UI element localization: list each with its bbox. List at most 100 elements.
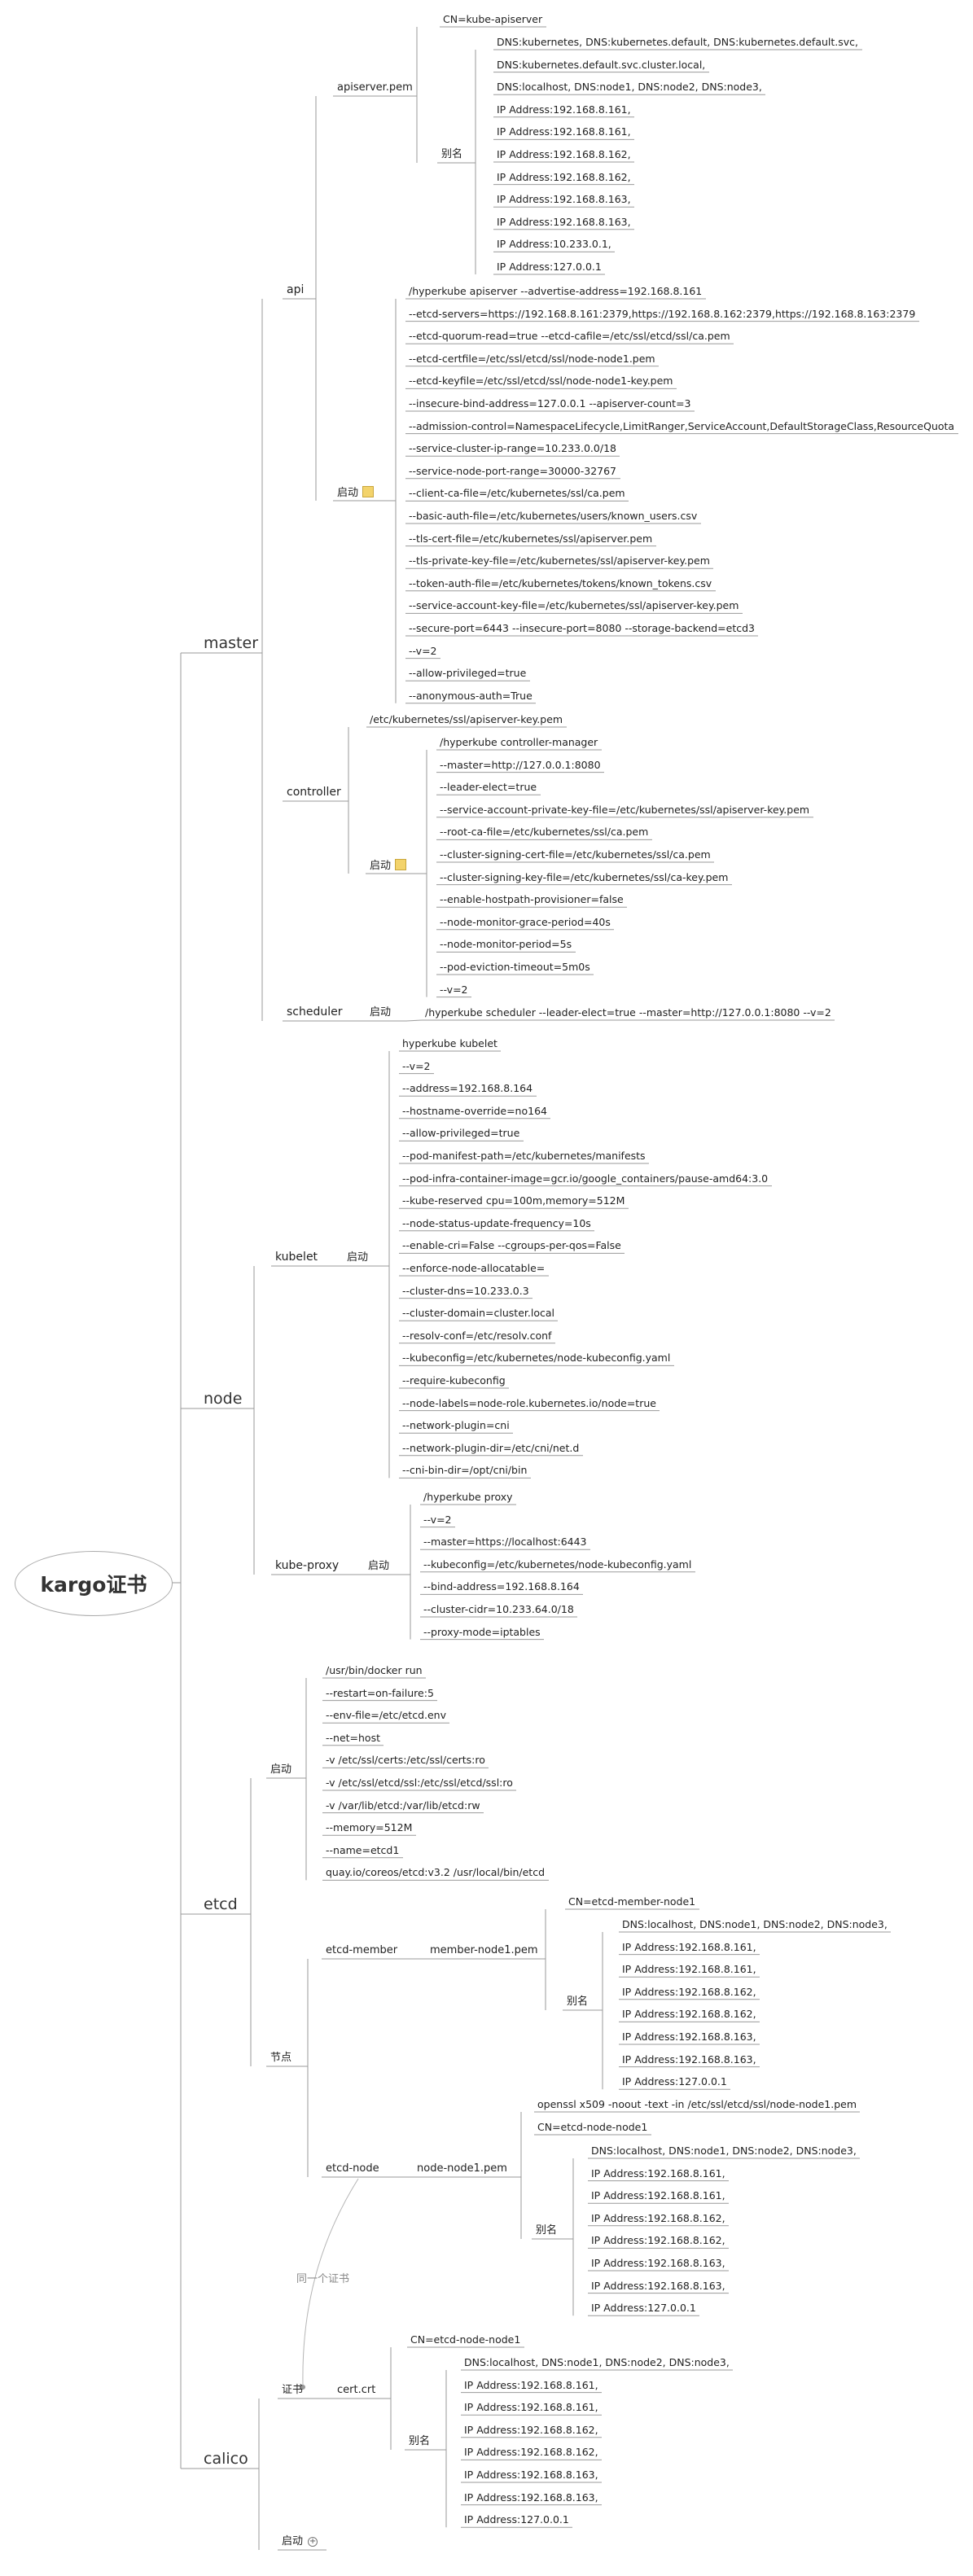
apiserver-flag: --etcd-servers=https://192.168.8.161:237… <box>409 307 916 320</box>
kubelet-topic[interactable]: kubelet <box>275 1251 318 1264</box>
etcd-flag: --name=etcd1 <box>326 1843 400 1856</box>
etcd-start-topic[interactable]: 启动 <box>270 1763 291 1776</box>
kubelet-flag: --cluster-dns=10.233.0.3 <box>402 1284 529 1297</box>
etcd-start-topic-label: 启动 <box>270 1763 292 1776</box>
calico-cert-file-topic-label: cert.crt <box>337 2384 376 2396</box>
member-alias-item: DNS:localhost, DNS:node1, DNS:node2, DNS… <box>622 1918 888 1930</box>
calico-alias-item: IP Address:192.168.8.163, <box>464 2469 598 2481</box>
member-alias-item: IP Address:192.168.8.163, <box>622 2031 756 2043</box>
etcd-flag: /usr/bin/docker run <box>326 1664 423 1676</box>
apiserver-pem-topic[interactable]: apiserver.pem <box>337 81 413 94</box>
etcd-flag: --restart=on-failure:5 <box>326 1686 434 1699</box>
calico-alias-item: IP Address:192.168.8.162, <box>464 2446 598 2459</box>
etcd-flag: --net=host <box>326 1731 380 1744</box>
node-cn: CN=etcd-node-node1 <box>537 2121 648 2133</box>
kubelet-flag: --cluster-domain=cluster.local <box>402 1307 554 1320</box>
kube-proxy-topic[interactable]: kube-proxy <box>275 1559 339 1573</box>
member-alias-item: IP Address:192.168.8.162, <box>622 1985 756 1998</box>
member-alias-topic-label: 别名 <box>567 1996 589 2008</box>
node-alias-item: IP Address:192.168.8.161, <box>591 2189 725 2202</box>
controller-topic[interactable]: controller <box>287 786 341 800</box>
kubelet-flag: --require-kubeconfig <box>402 1374 506 1387</box>
member-alias-item: IP Address:192.168.8.161, <box>622 1963 756 1976</box>
apiserver-alias-item: IP Address:192.168.8.162, <box>497 170 631 183</box>
apiserver-flag: --etcd-keyfile=/etc/ssl/etcd/ssl/node-no… <box>409 375 673 388</box>
kubelet-flag: --node-status-update-frequency=10s <box>402 1216 591 1229</box>
calico-start-topic[interactable]: 启动+ <box>282 2535 318 2548</box>
kubelet-flag: --hostname-override=no164 <box>402 1104 547 1117</box>
apiserver-alias-topic[interactable]: 别名 <box>441 148 462 161</box>
node-alias-item: IP Address:192.168.8.162, <box>591 2211 725 2224</box>
relation-end-dot <box>300 2385 305 2390</box>
apiserver-flag: /hyperkube apiserver --advertise-address… <box>409 285 703 297</box>
controller-flag: --root-ca-file=/etc/kubernetes/ssl/ca.pe… <box>440 826 649 839</box>
node-alias-item: IP Address:192.168.8.163, <box>591 2279 725 2292</box>
member-alias-item: IP Address:192.168.8.162, <box>622 2008 756 2021</box>
apiserver-alias-item: IP Address:192.168.8.163, <box>497 215 631 228</box>
etcd-member-topic[interactable]: etcd-member <box>326 1944 397 1957</box>
etcd-flag: --env-file=/etc/etcd.env <box>326 1709 446 1722</box>
kubelet-flag: --cni-bin-dir=/opt/cni/bin <box>402 1464 528 1477</box>
controller-flag: --cluster-signing-cert-file=/etc/kuberne… <box>440 848 711 861</box>
etcd-topic[interactable]: etcd <box>204 1895 238 1913</box>
api-start-topic[interactable]: 启动 <box>337 486 375 500</box>
calico-cert-file-topic[interactable]: cert.crt <box>337 2384 375 2397</box>
kubelet-flag: --pod-infra-container-image=gcr.io/googl… <box>402 1172 769 1185</box>
controller-start-topic[interactable]: 启动 <box>370 859 407 873</box>
apiserver-alias-item: IP Address:192.168.8.163, <box>497 193 631 206</box>
apiserver-flag: --secure-port=6443 --insecure-port=8080 … <box>409 622 755 634</box>
etcd-flag: -v /etc/ssl/etcd/ssl:/etc/ssl/etcd/ssl:r… <box>326 1776 513 1789</box>
apiserver-flag: --tls-cert-file=/etc/kubernetes/ssl/apis… <box>409 532 653 545</box>
etcd-node-topic[interactable]: etcd-node <box>326 2162 379 2175</box>
root-label: kargo证书 <box>40 1573 147 1597</box>
expand-icon[interactable]: + <box>308 2537 318 2547</box>
note-icon[interactable] <box>395 859 407 870</box>
api-topic-label: api <box>287 283 305 296</box>
kube-proxy-flag: --proxy-mode=iptables <box>423 1625 541 1638</box>
calico-cert-topic[interactable]: 证书 <box>282 2384 303 2397</box>
member-alias-item: IP Address:192.168.8.163, <box>622 2052 756 2066</box>
member-pem-topic[interactable]: member-node1.pem <box>430 1944 538 1957</box>
kube-proxy-flag: --kubeconfig=/etc/kubernetes/node-kubeco… <box>423 1557 692 1571</box>
root-topic[interactable]: kargo证书 <box>15 1551 173 1616</box>
apiserver-alias-item: IP Address:192.168.8.161, <box>497 103 631 116</box>
scheduler-topic[interactable]: scheduler <box>287 1005 343 1019</box>
member-alias-item: IP Address:192.168.8.161, <box>622 1940 756 1953</box>
kubelet-topic-label: kubelet <box>275 1251 318 1264</box>
node-alias-item: DNS:localhost, DNS:node1, DNS:node2, DNS… <box>591 2144 857 2157</box>
scheduler-cmd: /hyperkube scheduler --leader-elect=true… <box>425 1006 831 1019</box>
member-alias-topic[interactable]: 别名 <box>567 1996 588 2009</box>
apiserver-flag: --v=2 <box>409 644 437 657</box>
etcd-flag: quay.io/coreos/etcd:v3.2 /usr/local/bin/… <box>326 1866 546 1879</box>
kube-proxy-flag: --cluster-cidr=10.233.64.0/18 <box>423 1603 574 1615</box>
note-icon[interactable] <box>362 486 375 497</box>
api-topic[interactable]: api <box>287 283 304 297</box>
calico-cn: CN=etcd-node-node1 <box>410 2333 521 2346</box>
relation-label: 同一个证书 <box>296 2273 350 2285</box>
apiserver-flag: --token-auth-file=/etc/kubernetes/tokens… <box>409 576 712 589</box>
node-alias-topic[interactable]: 别名 <box>536 2224 557 2237</box>
apiserver-flag: --basic-auth-file=/etc/kubernetes/users/… <box>409 510 698 522</box>
calico-alias-item: IP Address:192.168.8.161, <box>464 2378 598 2391</box>
etcd-nodes-topic[interactable]: 节点 <box>270 2052 291 2065</box>
etcd-nodes-topic-label: 节点 <box>270 2052 292 2064</box>
calico-alias-topic[interactable]: 别名 <box>409 2435 430 2448</box>
calico-topic[interactable]: calico <box>204 2450 248 2468</box>
kubelet-flag: --network-plugin=cni <box>402 1419 510 1432</box>
scheduler-start-topic[interactable]: 启动 <box>370 1006 391 1019</box>
etcd-flag: -v /var/lib/etcd:/var/lib/etcd:rw <box>326 1798 480 1812</box>
master-topic[interactable]: master <box>204 634 258 652</box>
member-pem-topic-label: member-node1.pem <box>430 1944 538 1956</box>
node-topic[interactable]: node <box>204 1390 242 1408</box>
kubelet-flag: --enable-cri=False --cgroups-per-qos=Fal… <box>402 1239 621 1252</box>
controller-flag: --cluster-signing-key-file=/etc/kubernet… <box>440 870 729 883</box>
node-pem-topic-label: node-node1.pem <box>417 2162 507 2175</box>
calico-alias-item: DNS:localhost, DNS:node1, DNS:node2, DNS… <box>464 2356 730 2368</box>
kubelet-start-topic[interactable]: 启动 <box>347 1251 368 1264</box>
kubelet-flag: --enforce-node-allocatable= <box>402 1262 546 1274</box>
member-cn: CN=etcd-member-node1 <box>568 1895 696 1908</box>
node-pem-topic[interactable]: node-node1.pem <box>417 2162 507 2175</box>
apiserver-flag: --allow-privileged=true <box>409 667 527 680</box>
kube-proxy-start-topic[interactable]: 启动 <box>368 1560 389 1573</box>
